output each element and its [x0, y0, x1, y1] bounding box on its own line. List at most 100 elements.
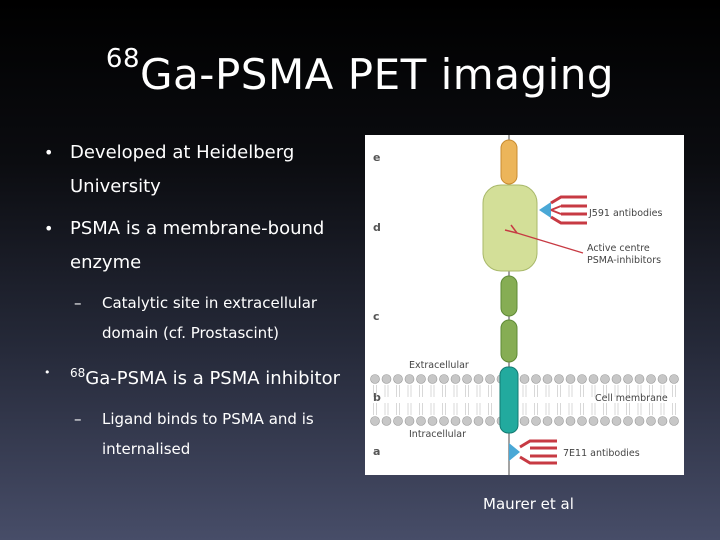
membrane-bead — [473, 374, 484, 384]
lipid-tail — [476, 385, 481, 415]
membrane-bead — [462, 374, 472, 384]
extracellular-label: Extracellular — [409, 360, 469, 371]
lipid-tail — [672, 385, 676, 415]
membrane-bead — [611, 374, 622, 384]
membrane-bead — [450, 416, 461, 426]
lipid-tail — [488, 385, 492, 415]
7e11-label: 7E11 antibodies — [563, 448, 640, 459]
lipid-tail — [649, 385, 653, 415]
7e11-antibody-icon — [509, 439, 557, 465]
membrane-bead — [370, 374, 380, 384]
lipid-tail — [603, 385, 607, 415]
sub-bullet-item: – Catalytic site in extracellular domain… — [28, 288, 358, 348]
psma-diagram: e d c b a J591 antibodies — [365, 135, 684, 475]
sub-bullet-text: Ligand binds to PSMA and is internalised — [102, 410, 314, 458]
lipid-tail — [419, 385, 423, 415]
lipid-tail — [580, 385, 584, 415]
bullet-text: Developed at Heidelberg University — [70, 142, 295, 197]
lipid-tail — [637, 385, 642, 415]
lipid-tail — [534, 385, 538, 415]
membrane-bead — [623, 416, 633, 426]
membrane-bead — [404, 416, 415, 426]
membrane-bead — [370, 416, 380, 426]
lipid-tail — [614, 385, 619, 415]
bullet-list: • Developed at Heidelberg University • P… — [28, 136, 358, 472]
membrane-bead — [462, 416, 472, 426]
bullet-superscript: 68 — [70, 366, 86, 380]
dash-icon: – — [74, 294, 82, 312]
sub-bullet-text: Catalytic site in extracellular domain (… — [102, 294, 318, 342]
membrane-bead — [473, 416, 484, 426]
lipid-tail — [430, 385, 435, 415]
bullet-dot-icon: • — [44, 219, 54, 238]
membrane-bead — [381, 374, 392, 384]
membrane-bead — [416, 416, 426, 426]
membrane-bead — [485, 374, 495, 384]
side-label-a: a — [373, 445, 380, 458]
bullet-item: • 68Ga-PSMA is a PSMA inhibitor — [28, 356, 358, 396]
membrane-bead — [600, 374, 610, 384]
domain-e — [500, 139, 518, 185]
membrane-bead — [381, 416, 392, 426]
membrane-bead — [634, 374, 645, 384]
membrane-bead — [657, 374, 668, 384]
psma-diagram-svg: e d c b a J591 antibodies — [370, 135, 679, 475]
active-centre-label: Active centre — [587, 243, 650, 254]
lipid-tail — [407, 385, 412, 415]
lipid-tail — [557, 385, 561, 415]
membrane-bead — [531, 416, 541, 426]
membrane-bead — [416, 374, 426, 384]
lipid-tail — [373, 385, 377, 415]
lipid-tail — [626, 385, 630, 415]
cell-membrane-label: Cell membrane — [595, 393, 668, 404]
membrane-bead — [542, 374, 553, 384]
membrane-bead — [646, 416, 656, 426]
bullet-item: • PSMA is a membrane-bound enzyme — [28, 212, 358, 280]
membrane-bead — [439, 374, 449, 384]
membrane-bead — [634, 416, 645, 426]
bullet-item: • Developed at Heidelberg University — [28, 136, 358, 204]
membrane-bead — [600, 416, 610, 426]
bullet-text: Ga-PSMA is a PSMA inhibitor — [85, 368, 341, 389]
lipid-tail — [660, 385, 665, 415]
membrane-bead — [519, 374, 530, 384]
lipid-tail — [465, 385, 469, 415]
side-label-d: d — [373, 221, 381, 234]
domain-c-lower — [500, 319, 518, 363]
image-credit: Maurer et al — [483, 495, 574, 513]
psma-inhibitors-label: PSMA-inhibitors — [587, 255, 661, 266]
transmembrane-domain — [499, 366, 519, 434]
membrane-bead — [519, 416, 530, 426]
membrane-bead — [669, 416, 679, 426]
side-label-e: e — [373, 151, 380, 164]
membrane-bead — [485, 416, 495, 426]
bullet-dot-icon: • — [44, 366, 51, 379]
membrane-bead — [657, 416, 668, 426]
slide-title: 68Ga-PSMA PET imaging — [0, 44, 720, 99]
membrane-bead — [450, 374, 461, 384]
membrane-bead — [611, 416, 622, 426]
j591-antibody-icon — [539, 195, 587, 225]
membrane-bead — [542, 416, 553, 426]
membrane-bead — [404, 374, 415, 384]
lipid-tail — [442, 385, 446, 415]
lipid-tail — [453, 385, 458, 415]
lipid-tail — [522, 385, 527, 415]
membrane-bead — [565, 374, 576, 384]
lipid-tail — [591, 385, 596, 415]
lipid-tail — [384, 385, 389, 415]
membrane-bead — [531, 374, 541, 384]
side-label-b: b — [373, 391, 381, 404]
inhibitor-line — [504, 224, 584, 254]
membrane-bead — [646, 374, 656, 384]
membrane-bead — [623, 374, 633, 384]
membrane-bead — [577, 374, 587, 384]
lipid-tail — [568, 385, 573, 415]
lipid-tail — [396, 385, 400, 415]
membrane-bead — [427, 416, 438, 426]
membrane-bead — [554, 416, 564, 426]
side-label-c: c — [373, 310, 380, 323]
domain-d — [482, 184, 538, 272]
intracellular-label: Intracellular — [409, 429, 466, 440]
title-superscript: 68 — [105, 44, 141, 74]
